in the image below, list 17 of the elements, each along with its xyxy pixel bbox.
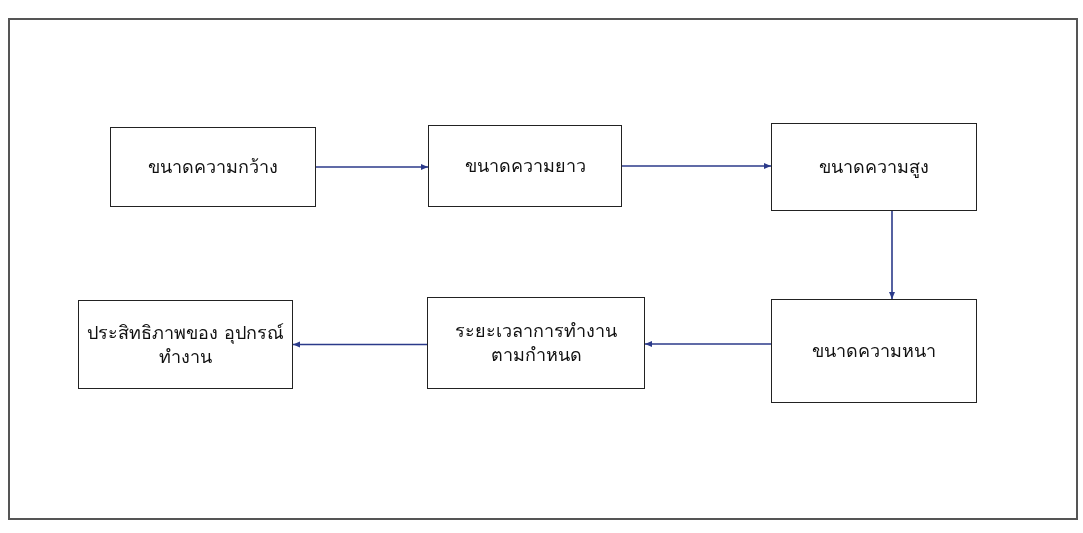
arrow xyxy=(644,341,772,347)
box-label: ขนาดความยาว xyxy=(464,154,586,178)
process-box xyxy=(427,297,645,389)
process-box xyxy=(78,300,293,389)
arrow xyxy=(621,163,772,169)
box-label: ขนาดความหนา xyxy=(812,339,936,363)
box-label: ขนาดความสูง xyxy=(819,155,929,179)
box-label: ระยะเวลาการทำงาน ตามกำหนด xyxy=(454,319,618,367)
arrow xyxy=(889,210,895,300)
box-label: ประสิทธิภาพของ อุปกรณ์ทำงาน xyxy=(87,320,284,369)
process-box xyxy=(771,123,977,211)
process-box xyxy=(771,299,977,403)
process-box xyxy=(110,127,316,207)
process-box xyxy=(428,125,622,207)
box-label: ขนาดความกว้าง xyxy=(148,155,278,179)
arrow xyxy=(292,341,428,348)
arrow xyxy=(315,164,429,170)
